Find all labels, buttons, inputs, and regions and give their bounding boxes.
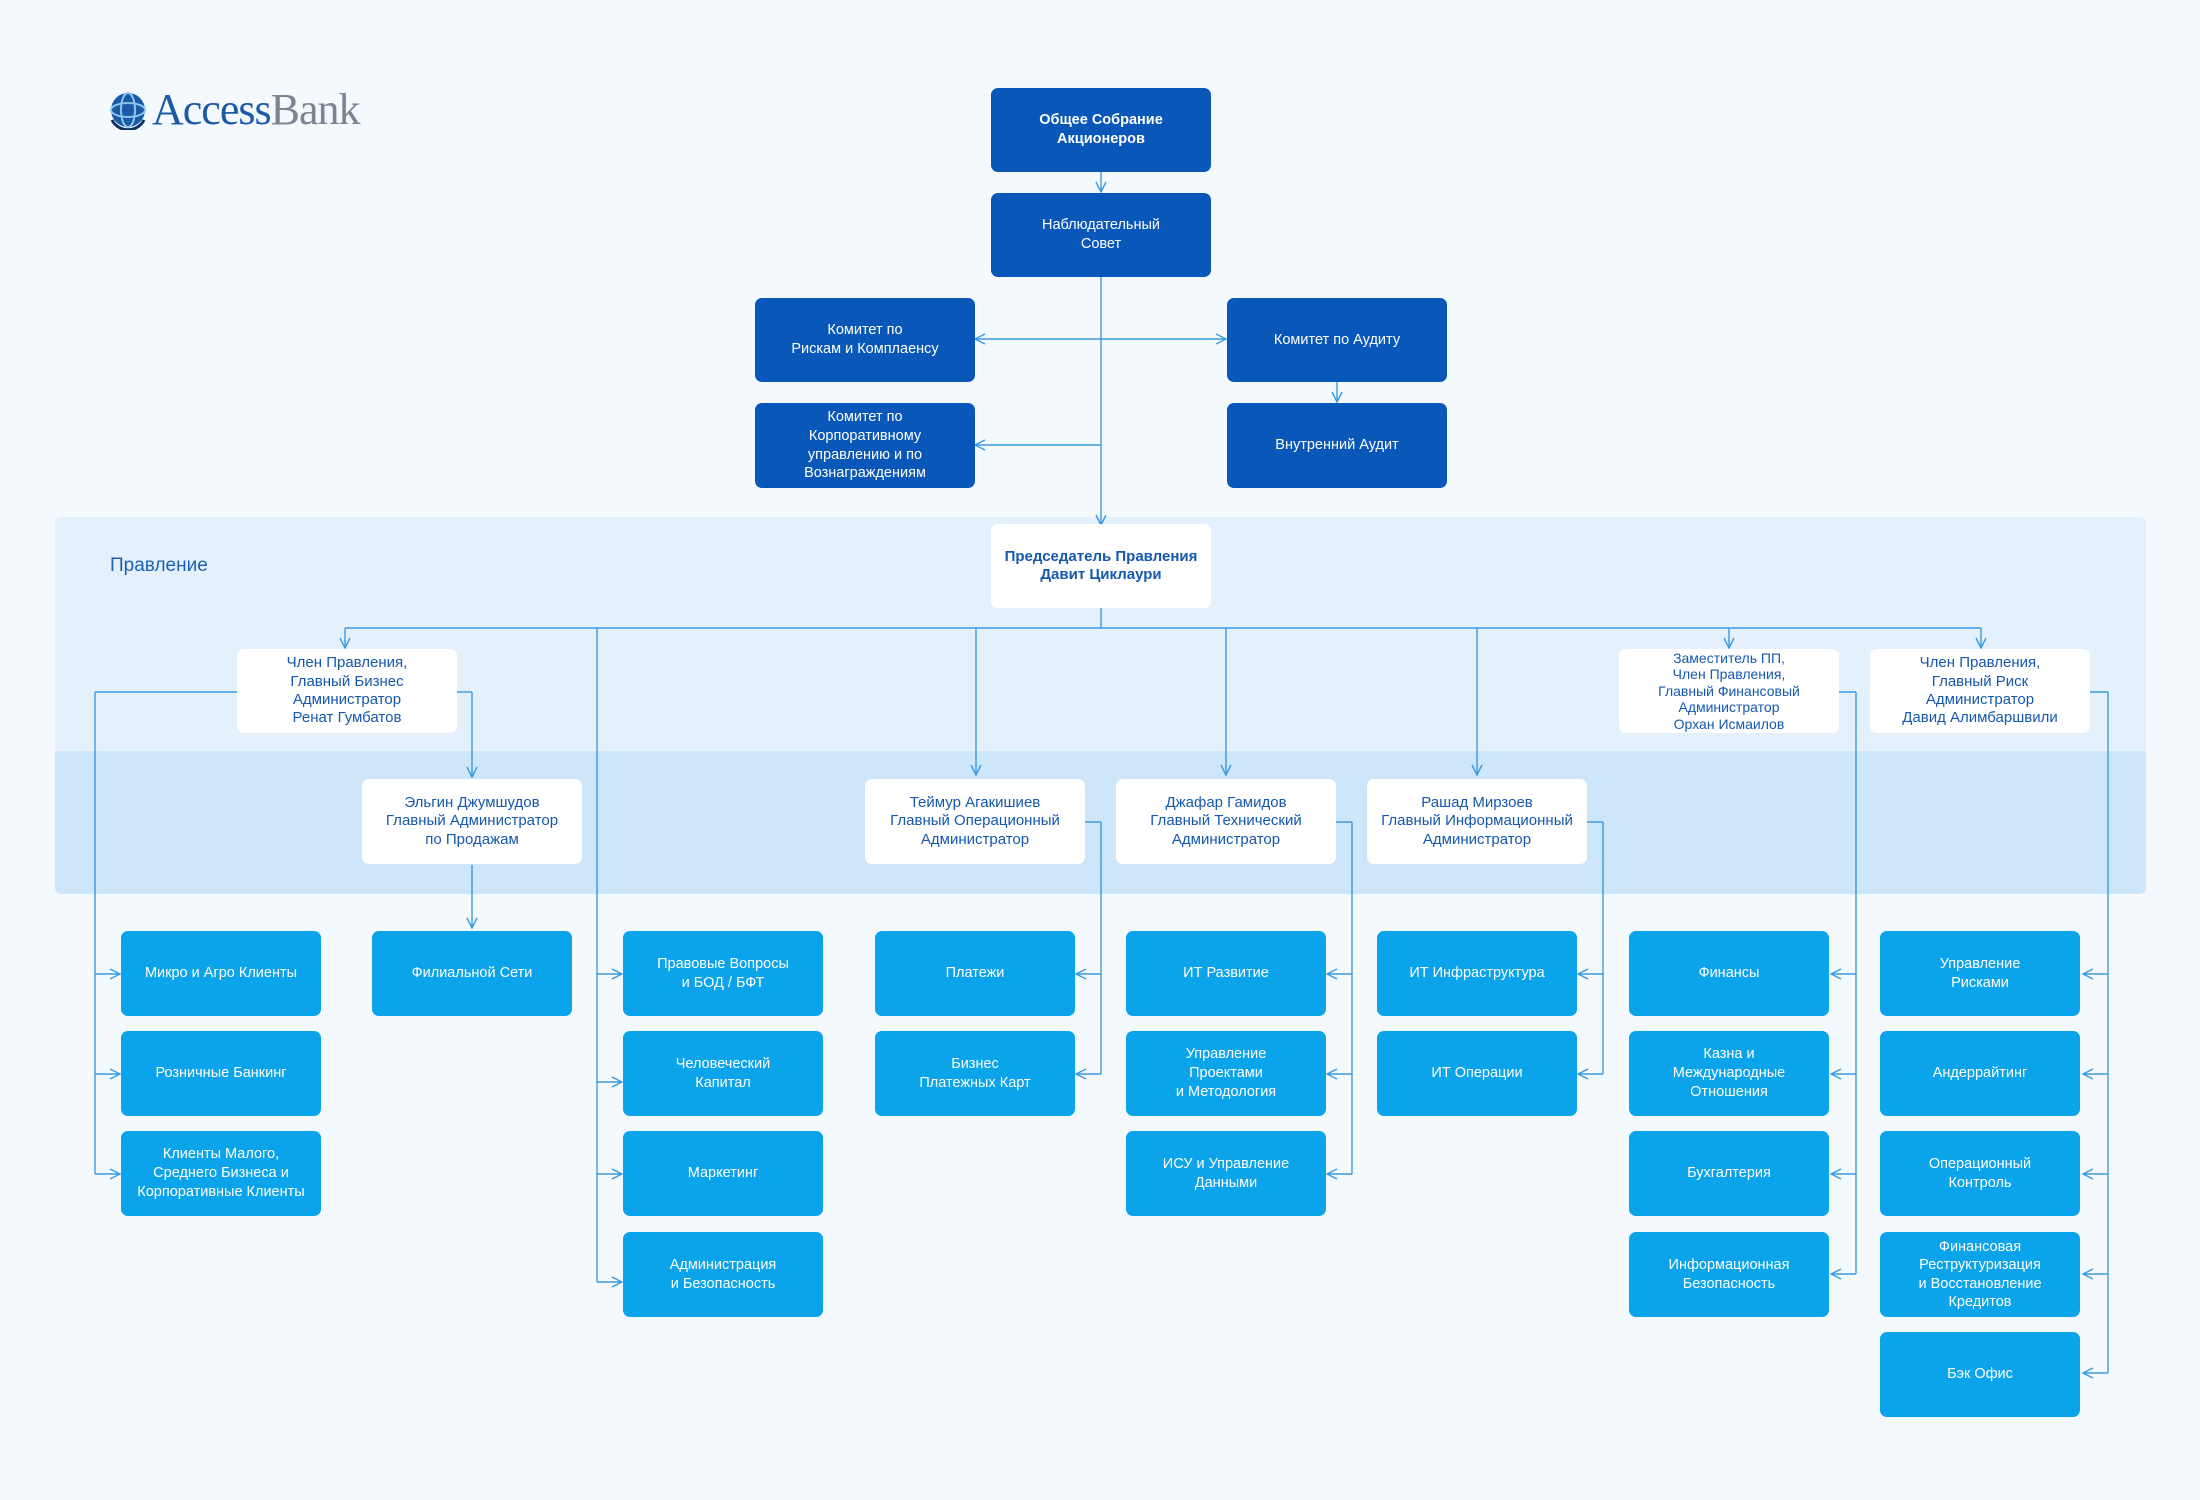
board-label: Правление (110, 555, 208, 576)
dept-legal[interactable]: Правовые Вопросы и БОД / БФТ (623, 931, 823, 1016)
executive-technical-box[interactable]: Джафар Гамидов Главный Технический Админ… (1116, 779, 1336, 864)
dept-project-management[interactable]: Управление Проектами и Методология (1126, 1031, 1326, 1116)
executive-operations-box[interactable]: Теймур Агакишиев Главный Операционный Ад… (865, 779, 1085, 864)
dept-payments[interactable]: Платежи (875, 931, 1075, 1016)
logo-text-bank: Bank (270, 85, 361, 134)
supervisory-board-box[interactable]: Наблюдательный Совет (991, 193, 1211, 277)
dept-branch-network[interactable]: Филиальной Сети (372, 931, 572, 1016)
dept-mis-data[interactable]: ИСУ и Управление Данными (1126, 1131, 1326, 1216)
audit-committee-box[interactable]: Комитет по Аудиту (1227, 298, 1447, 382)
dept-accounting[interactable]: Бухгалтерия (1629, 1131, 1829, 1216)
dept-card-business[interactable]: Бизнес Платежных Карт (875, 1031, 1075, 1116)
dept-marketing[interactable]: Маркетинг (623, 1131, 823, 1216)
dept-retail-banking[interactable]: Розничные Банкинг (121, 1031, 321, 1116)
dept-underwriting[interactable]: Андеррайтинг (1880, 1031, 2080, 1116)
risk-compliance-committee-box[interactable]: Комитет по Рискам и Комплаенсу (755, 298, 975, 382)
chairman-box[interactable]: Председатель Правления Давит Циклаури (991, 524, 1211, 608)
dept-it-operations[interactable]: ИТ Операции (1377, 1031, 1577, 1116)
logo-text-access: Access (152, 85, 272, 134)
accessbank-logo: AccessBank (108, 86, 360, 134)
internal-audit-box[interactable]: Внутренний Аудит (1227, 403, 1447, 488)
dept-risk-management[interactable]: Управление Рисками (1880, 931, 2080, 1016)
dept-micro-agro[interactable]: Микро и Агро Клиенты (121, 931, 321, 1016)
dept-financial-restructuring[interactable]: Финансовая Реструктуризация и Восстановл… (1880, 1232, 2080, 1317)
governance-remuneration-committee-box[interactable]: Комитет по Корпоративному управлению и п… (755, 403, 975, 488)
dept-it-infrastructure[interactable]: ИТ Инфраструктура (1377, 931, 1577, 1016)
dept-it-development[interactable]: ИТ Развитие (1126, 931, 1326, 1016)
dept-treasury[interactable]: Казна и Международные Отношения (1629, 1031, 1829, 1116)
dept-finance[interactable]: Финансы (1629, 931, 1829, 1016)
dept-administration-security[interactable]: Администрация и Безопасность (623, 1232, 823, 1317)
executive-information-box[interactable]: Рашад Мирзоев Главный Информационный Адм… (1367, 779, 1587, 864)
shareholders-meeting-box[interactable]: Общее Собрание Акционеров (991, 88, 1211, 172)
executive-risk-box[interactable]: Член Правления, Главный Риск Администрат… (1870, 649, 2090, 733)
dept-back-office[interactable]: Бэк Офис (1880, 1332, 2080, 1417)
dept-human-capital[interactable]: Человеческий Капитал (623, 1031, 823, 1116)
executive-sales-box[interactable]: Эльгин Джумшудов Главный Администратор п… (362, 779, 582, 864)
dept-operational-control[interactable]: Операционный Контроль (1880, 1131, 2080, 1216)
dept-sme-corporate[interactable]: Клиенты Малого, Среднего Бизнеса и Корпо… (121, 1131, 321, 1216)
executive-business-box[interactable]: Член Правления, Главный Бизнес Администр… (237, 649, 457, 733)
globe-icon (110, 92, 146, 130)
dept-information-security[interactable]: Информационная Безопасность (1629, 1232, 1829, 1317)
executive-finance-box[interactable]: Заместитель ПП, Член Правления, Главный … (1619, 649, 1839, 733)
